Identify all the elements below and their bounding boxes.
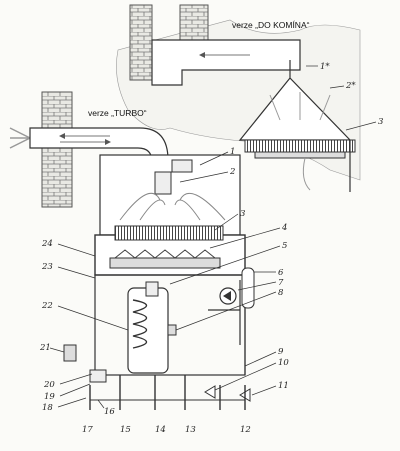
label-10: 10: [278, 358, 289, 368]
label-15: 15: [120, 425, 131, 435]
label-2: 2: [229, 167, 235, 177]
label-21: 21: [39, 343, 51, 353]
label-7: 7: [278, 278, 284, 288]
label-8: 8: [278, 288, 284, 298]
label-16: 16: [104, 407, 115, 417]
heating-coil: [132, 299, 148, 349]
label-18: 18: [42, 403, 53, 413]
label-1: 1: [230, 147, 235, 157]
label-19: 19: [44, 392, 55, 402]
chimney-heat-exchanger: [244, 139, 356, 153]
chimney-version-title: verze „DO KOMÍNA“: [232, 20, 310, 30]
label-14: 14: [155, 425, 166, 435]
heat-exchanger: [114, 225, 224, 241]
combustion-chamber: [99, 154, 241, 236]
chimney-burner: [254, 151, 346, 159]
label-4: 4: [281, 223, 287, 233]
sensor: [167, 324, 177, 336]
chimney-wall-right: [179, 4, 209, 41]
label-3: 3: [240, 209, 245, 219]
chimney-version: verze „DO KOMÍNA“ 1* 2* 3: [116, 4, 383, 192]
turbo-version-title: verze „TURBO“: [88, 108, 147, 118]
label-17: 17: [82, 425, 93, 435]
chimney-wall-left: [129, 4, 153, 81]
callouts: 1 2 3 4 5 6 7 8 9 10 11 12 13 14 15 16 1…: [39, 147, 289, 435]
gas-valve: [145, 281, 159, 297]
label-23: 23: [41, 262, 53, 272]
burner-flames: [114, 249, 216, 259]
label-1s: 1*: [320, 62, 330, 72]
label-12: 12: [240, 425, 251, 435]
label-11: 11: [278, 381, 289, 391]
label-3s: 3: [378, 117, 383, 127]
turbo-version: verze „TURBO“: [9, 91, 169, 208]
label-5: 5: [282, 241, 287, 251]
pressure-switch: [171, 159, 193, 173]
label-6: 6: [278, 268, 284, 278]
fan: [154, 171, 172, 195]
chimney-duct: [151, 39, 301, 86]
label-24: 24: [41, 239, 53, 249]
burner: [109, 257, 221, 269]
label-22: 22: [41, 301, 53, 311]
valve-assembly: [89, 369, 107, 383]
boiler-body: [63, 154, 255, 410]
boiler-frame: [94, 234, 246, 276]
label-9: 9: [278, 347, 284, 357]
label-2s: 2*: [345, 81, 356, 91]
turbo-wall: [41, 91, 73, 208]
label-20: 20: [43, 380, 55, 390]
turbo-exhaust-vents: [9, 127, 32, 149]
label-13: 13: [185, 425, 196, 435]
pressure-gauge: [63, 344, 77, 362]
